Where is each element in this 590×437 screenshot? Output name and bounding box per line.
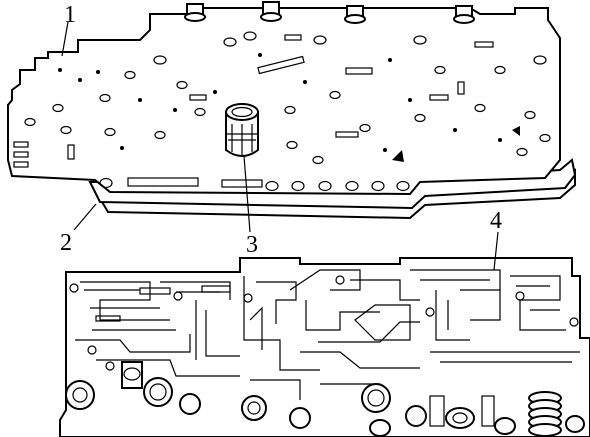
valve-body-channels: [75, 269, 580, 410]
valve-plugs: [65, 361, 585, 437]
callout-4-label: 4: [490, 208, 502, 234]
callout-3-label: 3: [246, 232, 258, 258]
top-bosses: [184, 1, 475, 24]
callout-1-label: 1: [64, 2, 76, 28]
callout-4: 4: [490, 208, 502, 271]
valve-body-holes: [69, 275, 579, 371]
separator-plate-assembly: [7, 1, 577, 220]
callout-1: 1: [61, 2, 76, 57]
separator-plate: [7, 7, 561, 196]
valve-body-outline: [59, 257, 590, 437]
callout-2: 2: [60, 203, 97, 256]
valve-body: [59, 257, 590, 437]
callout-3: 3: [243, 155, 258, 258]
callout-2-label: 2: [60, 230, 72, 256]
filter-screen: [225, 103, 259, 157]
